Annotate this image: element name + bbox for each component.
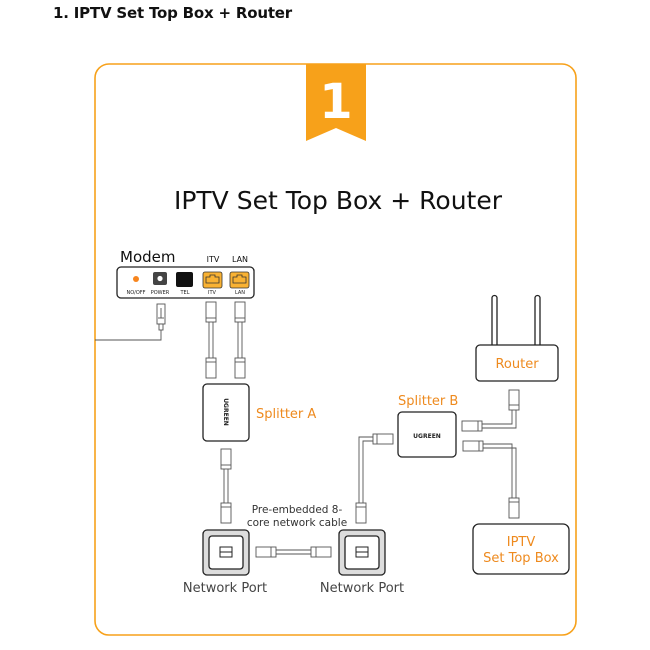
port-label-itv: ITV: [208, 290, 217, 296]
badge-number: 1: [319, 74, 352, 130]
splitter-a-brand: UGREEN: [222, 398, 229, 426]
itv-port-icon: [202, 271, 223, 289]
port-label-power: POWER: [151, 290, 170, 296]
router-antennas-icon: [491, 294, 541, 345]
network-port-right-icon: [338, 529, 386, 576]
splitter-b-device: [397, 411, 457, 458]
router-label: Router: [495, 357, 539, 372]
port-label-lan: LAN: [235, 290, 245, 296]
network-port-right-label: Network Port: [320, 581, 404, 596]
network-port-left-label: Network Port: [183, 581, 267, 596]
modem-lan-cable: [234, 301, 246, 379]
port-label-onoff: NO/OFF: [126, 290, 145, 296]
stb-label-line2: Set Top Box: [483, 551, 559, 566]
splitter-b-router-cable: [461, 389, 520, 432]
embedded-cable: [255, 546, 332, 558]
power-led-icon: [133, 276, 139, 282]
router-device: [475, 344, 559, 382]
tel-port-icon: [176, 272, 193, 287]
diagram-title: IPTV Set Top Box + Router: [174, 186, 503, 215]
modem-port-header-itv: ITV: [207, 255, 220, 264]
splitter-b-brand: UGREEN: [413, 433, 441, 440]
splitter-a-label: Splitter A: [256, 407, 316, 422]
modem-itv-cable: [205, 301, 217, 379]
splitter-a-cable: [220, 448, 232, 524]
lan-port-icon: [229, 271, 250, 289]
cable-note-line1: Pre-embedded 8-: [252, 504, 343, 516]
splitter-b-label: Splitter B: [398, 394, 458, 409]
splitter-b-left-cable: [355, 433, 394, 524]
modem-label: Modem: [120, 248, 175, 266]
page-heading: 1. IPTV Set Top Box + Router: [53, 4, 292, 22]
step-badge: 1: [306, 64, 366, 141]
splitter-b-stb-cable: [462, 440, 520, 519]
power-cable: [95, 303, 166, 341]
port-label-tel: TEL: [180, 290, 190, 296]
splitter-a-device: [202, 383, 250, 442]
set-top-box-device: [472, 523, 570, 575]
stb-label-line1: IPTV: [507, 535, 536, 550]
cable-note-line2: core network cable: [247, 517, 347, 529]
network-port-left-icon: [202, 529, 250, 576]
modem-port-header-lan: LAN: [232, 255, 248, 264]
